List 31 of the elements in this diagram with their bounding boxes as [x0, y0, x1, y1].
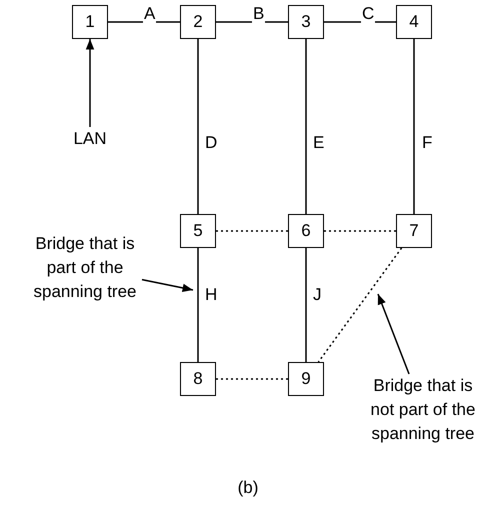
- numbered-box: 6: [288, 214, 324, 248]
- numbered-box: 4: [396, 5, 432, 39]
- edge-label: C: [361, 5, 376, 23]
- numbered-box: 8: [180, 362, 216, 396]
- connector: [108, 21, 180, 23]
- connector: [216, 21, 288, 23]
- lan-label: LAN: [68, 127, 112, 151]
- connector: [413, 39, 415, 214]
- dotted-connector: [216, 230, 288, 232]
- connector: [324, 21, 396, 23]
- connector: [197, 39, 199, 214]
- connector: [305, 39, 307, 214]
- connector: [197, 248, 199, 362]
- numbered-box: 3: [288, 5, 324, 39]
- numbered-box: 1: [72, 5, 108, 39]
- edge-label: A: [143, 5, 156, 23]
- numbered-box: 5: [180, 214, 216, 248]
- leader-line: [377, 294, 410, 374]
- arrow: [86, 39, 94, 127]
- connector: [305, 248, 307, 362]
- caption: (b): [236, 478, 260, 498]
- dotted-connector: [318, 248, 402, 362]
- annotation-text: Bridge that is not part of the spanning tree: [360, 374, 486, 446]
- annotation-text: Bridge that is part of the spanning tree: [28, 232, 142, 304]
- dotted-connector: [216, 378, 288, 380]
- dotted-connector: [324, 230, 396, 232]
- numbered-box: 7: [396, 214, 432, 248]
- numbered-box: 9: [288, 362, 324, 396]
- leader-line: [142, 278, 194, 292]
- edge-label: B: [252, 5, 266, 23]
- numbered-box: 2: [180, 5, 216, 39]
